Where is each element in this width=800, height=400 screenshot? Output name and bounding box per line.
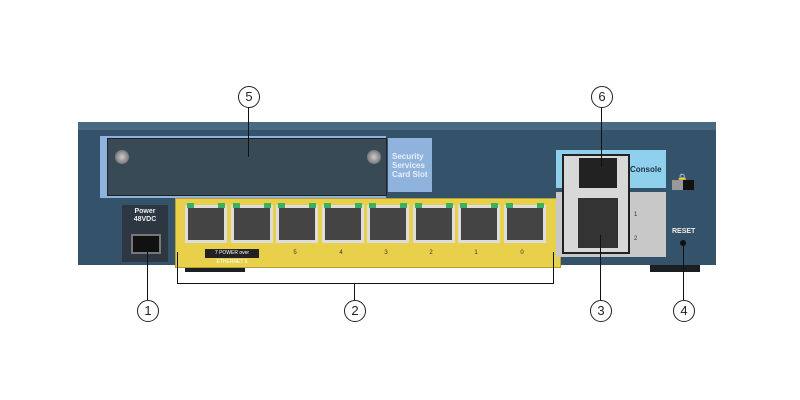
- port-led: [187, 203, 194, 208]
- port-label: 0: [520, 250, 524, 256]
- console-port: [579, 158, 617, 188]
- card-slot-label: Security Services Card Slot: [388, 138, 432, 192]
- usb-label: 2: [634, 236, 638, 242]
- ethernet-port: [367, 205, 409, 243]
- callout-line: [354, 283, 355, 300]
- ethernet-port: [412, 205, 455, 243]
- lock-icon: 🔒: [676, 174, 688, 185]
- port-label: 2: [429, 250, 433, 256]
- callout-3: 3: [590, 300, 612, 322]
- callout-line: [177, 252, 178, 284]
- ethernet-port: [321, 205, 364, 243]
- power-text: Power: [134, 208, 156, 215]
- ethernet-port: [276, 205, 318, 243]
- callout-4: 4: [673, 300, 695, 322]
- port-label: 4: [339, 250, 343, 256]
- port-led: [218, 203, 225, 208]
- port-led: [460, 203, 467, 208]
- callout-5: 5: [238, 86, 260, 108]
- lock-slot: [672, 180, 694, 190]
- port-label: 1: [474, 250, 478, 256]
- ethernet-port: [503, 205, 546, 243]
- callout-line: [147, 248, 148, 300]
- port-led: [278, 203, 285, 208]
- card-slot-cover: [107, 138, 387, 196]
- callout-line: [683, 245, 684, 300]
- port-led: [536, 203, 544, 208]
- callout-1: 1: [137, 300, 159, 322]
- port-led: [263, 203, 271, 208]
- port-led: [445, 203, 453, 208]
- port-led: [369, 203, 376, 208]
- lock-slot-knob: [672, 180, 683, 190]
- callout-bracket: [177, 283, 554, 284]
- port-label: 5: [293, 250, 297, 256]
- port-label: 3: [384, 250, 388, 256]
- reset-button: [680, 240, 686, 246]
- port-led: [323, 203, 331, 208]
- foot: [650, 265, 700, 272]
- port-led: [232, 203, 240, 208]
- port-led: [505, 203, 513, 208]
- ethernet-port: [230, 205, 273, 243]
- console-label: Console: [630, 165, 662, 174]
- callout-line: [248, 107, 249, 157]
- poe-label: 7 POWER over ETHERNET 6: [205, 249, 259, 265]
- port-led: [491, 203, 498, 208]
- power-rating: 48VDC: [133, 216, 157, 223]
- callout-2: 2: [344, 300, 366, 322]
- screw-icon: [367, 150, 381, 164]
- reset-label: RESET: [672, 228, 696, 235]
- callout-6: 6: [591, 86, 613, 108]
- foot: [185, 265, 245, 272]
- screw-icon: [115, 150, 129, 164]
- callout-line: [601, 107, 602, 167]
- usb-label: 1: [634, 212, 638, 218]
- ethernet-port: [458, 205, 500, 243]
- callout-line: [553, 252, 554, 284]
- callout-line: [600, 235, 601, 300]
- port-led: [400, 203, 407, 208]
- port-led: [354, 203, 362, 208]
- ethernet-port: [185, 205, 227, 243]
- port-led: [414, 203, 422, 208]
- power-connector: [131, 234, 161, 254]
- port-led: [309, 203, 316, 208]
- usb-ports: [578, 198, 618, 248]
